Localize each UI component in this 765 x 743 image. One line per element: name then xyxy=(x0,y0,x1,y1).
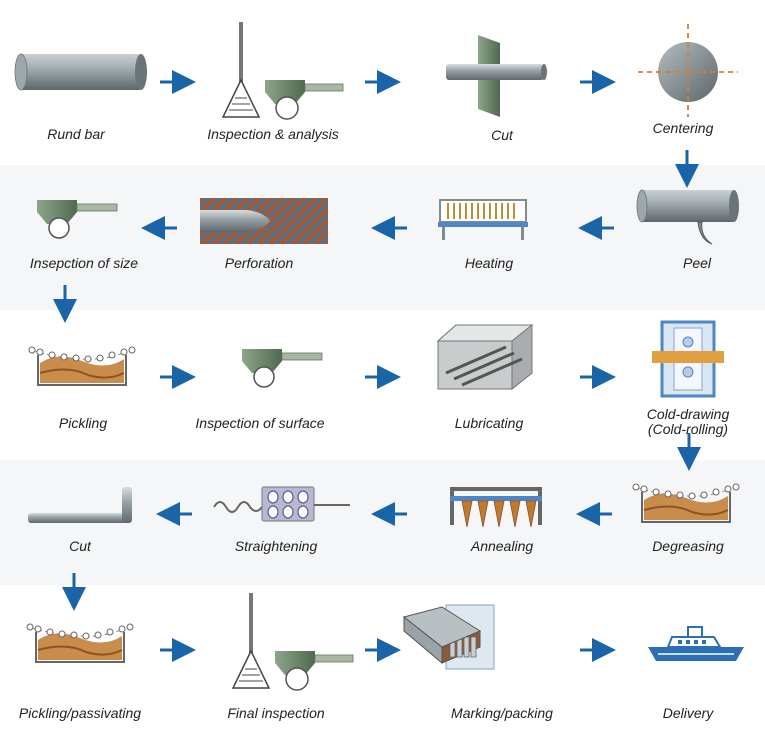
step-label: Heating xyxy=(464,255,514,271)
step-label: Peel xyxy=(682,255,712,271)
arrow-left xyxy=(156,502,192,526)
cut-icon xyxy=(446,35,547,117)
step-round-bar xyxy=(14,50,147,95)
arrow-right xyxy=(580,638,616,662)
step-label: Pickling xyxy=(58,415,108,431)
degreasing-icon xyxy=(632,483,740,523)
arrow-down xyxy=(62,573,86,611)
step-label: Marking/packing xyxy=(451,705,553,721)
step-label: Cold-drawing xyxy=(646,406,730,422)
arrow-right xyxy=(580,365,616,389)
arrow-right xyxy=(160,365,196,389)
step-marking-packing xyxy=(402,603,498,671)
step-delivery xyxy=(648,625,748,665)
arrow-right xyxy=(160,70,196,94)
size-inspection-icon xyxy=(37,200,118,239)
step-label: Inspection of surface xyxy=(195,415,325,431)
step-centering xyxy=(638,22,738,117)
step-degreasing xyxy=(632,480,740,525)
step-label: Pickling/passivating xyxy=(18,705,142,721)
step-label: Perforation xyxy=(224,255,294,271)
cut-pipe-icon xyxy=(28,487,132,523)
surface-inspection-icon xyxy=(242,349,323,388)
arrow-down xyxy=(677,433,701,471)
step-surface-inspection xyxy=(240,347,330,392)
step-label: Cut xyxy=(69,538,91,554)
step-heating xyxy=(438,199,528,242)
step-cold-drawing xyxy=(652,320,724,398)
cold-drawing-icon xyxy=(652,320,724,398)
arrow-right xyxy=(365,638,401,662)
arrow-left xyxy=(576,502,612,526)
arrow-right xyxy=(580,70,616,94)
arrow-down xyxy=(53,285,77,323)
lubricating-icon xyxy=(436,323,534,391)
step-straightening xyxy=(212,485,352,525)
step-cut xyxy=(442,35,552,120)
inspection-analysis-icon xyxy=(221,22,344,120)
step-label: Annealing xyxy=(470,538,534,554)
step-label: Delivery xyxy=(662,705,714,721)
pickling-icon xyxy=(28,346,136,386)
step-size-inspection xyxy=(35,198,125,243)
step-pickling-passivating xyxy=(26,620,134,665)
arrow-right xyxy=(160,638,196,662)
arrow-left xyxy=(578,216,614,240)
marking-packing-icon xyxy=(402,604,495,670)
round-bar-icon xyxy=(14,53,147,91)
step-label: Lubricating xyxy=(454,415,524,431)
step-final-inspection xyxy=(225,593,355,693)
step-annealing xyxy=(450,485,542,530)
step-label: Inspection & analysis xyxy=(207,126,339,142)
step-label: Centering xyxy=(652,120,714,136)
step-label-secondary: (Cold-rolling) xyxy=(647,421,729,437)
step-lubricating xyxy=(436,323,536,393)
step-label: Insepction of size xyxy=(29,255,139,271)
step-inspection-analysis xyxy=(215,22,345,122)
step-label: Degreasing xyxy=(652,538,724,554)
step-peel xyxy=(636,188,740,248)
straightening-icon xyxy=(213,486,350,522)
step-cut-pipe xyxy=(28,485,138,530)
annealing-icon xyxy=(450,487,542,528)
heating-icon xyxy=(438,199,528,240)
perforation-icon xyxy=(200,198,328,244)
row-band-5 xyxy=(0,585,765,743)
step-label: Rund bar xyxy=(47,126,105,142)
arrow-left xyxy=(371,216,407,240)
ship-icon xyxy=(648,626,744,661)
arrow-right xyxy=(365,365,401,389)
arrow-right xyxy=(365,70,401,94)
step-label: Straightening xyxy=(234,538,318,554)
arrow-down xyxy=(675,150,699,188)
peel-icon xyxy=(636,189,739,245)
pickling-passivating-icon xyxy=(26,623,134,663)
centering-icon xyxy=(638,24,738,117)
step-perforation xyxy=(200,198,328,244)
arrow-left xyxy=(371,502,407,526)
final-inspection-icon xyxy=(231,593,354,691)
step-pickling xyxy=(28,343,136,388)
arrow-left xyxy=(141,216,177,240)
step-label: Final inspection xyxy=(227,705,325,721)
step-label: Cut xyxy=(491,127,513,143)
